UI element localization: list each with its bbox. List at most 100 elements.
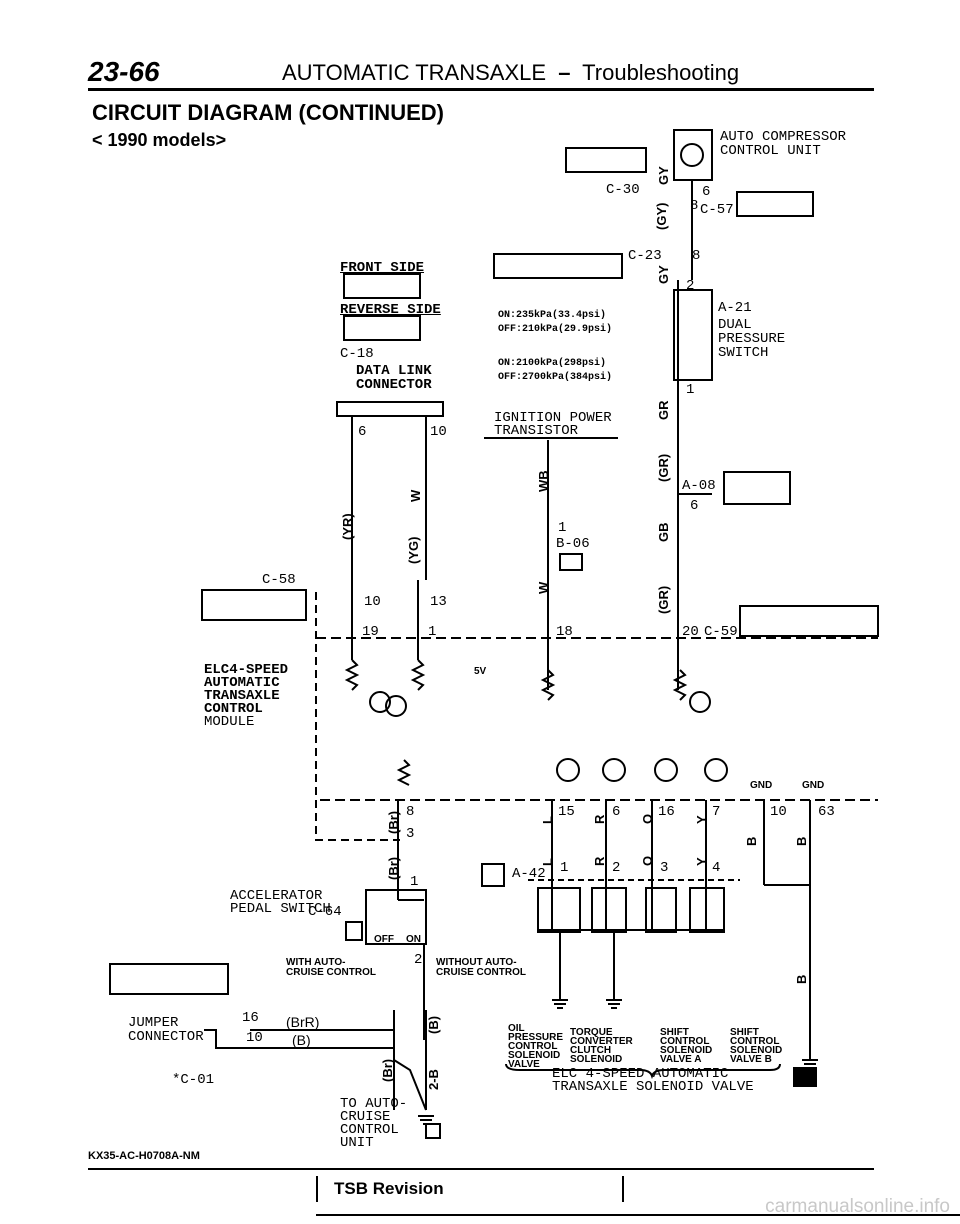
header-rule <box>88 88 874 91</box>
c59-label: C-59 <box>704 624 738 640</box>
wire-w: W <box>408 489 423 502</box>
pin-3b: 3 <box>660 860 669 876</box>
wire-l-2: L <box>540 858 555 866</box>
pin-6: 6 <box>702 184 711 200</box>
c23-label: C-23 <box>628 248 662 264</box>
wire-br: (Br) <box>386 810 401 834</box>
wire-y: Y <box>694 815 709 824</box>
shift-solenoid-b-box <box>689 887 725 933</box>
pin-10: 10 <box>430 424 447 440</box>
without-cruise-label: WITHOUT AUTO- CRUISE CONTROL <box>436 957 526 978</box>
section-title: CIRCUIT DIAGRAM (CONTINUED) <box>92 100 444 125</box>
title-prefix: AUTOMATIC TRANSAXLE <box>282 60 547 85</box>
driver-transistor-d <box>704 758 728 782</box>
pin-1b: 1 <box>558 520 567 536</box>
transistor-2 <box>385 695 407 717</box>
pin-1: 1 <box>686 382 695 398</box>
diagram-code: KX35-AC-H0708A-NM <box>88 1150 200 1162</box>
tsb-rule <box>316 1214 960 1216</box>
wire-brr: (BrR) <box>286 1014 320 1030</box>
driver-transistor-b <box>602 758 626 782</box>
wire-r: R <box>592 814 607 824</box>
c57-connector-icon <box>736 191 814 217</box>
wire-gr: GR <box>656 400 671 421</box>
title-suffix: Troubleshooting <box>582 60 740 85</box>
pin-2b: 2 <box>612 860 621 876</box>
wire-gr-paren-2: (GR) <box>656 585 671 614</box>
accelerator-switch-label: ACCELERATOR PEDAL SWITCH <box>230 888 331 917</box>
pin-18: 18 <box>556 624 573 640</box>
wire-b-paren: (B) <box>426 1015 441 1034</box>
wire-yg: (YG) <box>406 536 421 564</box>
data-link-connector-box <box>336 401 444 417</box>
page-title: AUTOMATIC TRANSAXLE – Troubleshooting <box>282 60 739 86</box>
5v-label: 5V <box>474 666 487 677</box>
wire-gy-2: GY <box>656 265 671 284</box>
c18-label: C-18 <box>340 346 374 362</box>
pin-10c: 10 <box>770 804 787 820</box>
oil-pressure-solenoid-box <box>537 887 581 933</box>
a08-label: A-08 <box>682 478 716 494</box>
c23-connector-icon <box>493 253 623 279</box>
auto-compressor-box <box>673 129 713 181</box>
pin-10b: 10 <box>364 594 381 610</box>
a42-connector-icon <box>481 863 505 887</box>
c58-connector-icon <box>201 589 307 621</box>
c57-label: C-57 <box>700 202 734 218</box>
transistor-3 <box>689 691 711 713</box>
driver-transistor-c <box>654 758 678 782</box>
pin-8: 8 <box>690 198 699 214</box>
pin-8c: 8 <box>406 804 415 820</box>
wire-wb: WB <box>536 470 551 492</box>
c64-connector-icon <box>345 921 363 941</box>
ref-9-badge <box>793 1067 817 1087</box>
pin-1c: 1 <box>428 624 437 640</box>
a21-label: A-21 <box>718 300 752 316</box>
pin-16: 16 <box>658 804 675 820</box>
page-number: 23-66 <box>88 56 160 87</box>
wire-r-2: R <box>592 856 607 866</box>
pin-10j: 10 <box>246 1030 263 1046</box>
reverse-side-connector-icon <box>343 315 421 341</box>
wire-gr-paren: (GR) <box>656 453 671 482</box>
wire-b-j: (B) <box>292 1032 311 1048</box>
transistor-1 <box>369 691 391 713</box>
wire-o-2: O <box>640 855 655 866</box>
wire-b: B <box>744 836 759 846</box>
pin-7: 7 <box>712 804 721 820</box>
ignition-transistor-label: IGNITION POWER TRANSISTOR <box>494 410 612 439</box>
wire-b-3: B <box>794 974 809 984</box>
off-label: OFF <box>374 934 394 945</box>
c30-connector-icon <box>565 147 647 173</box>
title-dash: – <box>558 60 571 85</box>
wire-2b: 2-B <box>426 1069 441 1090</box>
data-link-label: DATA LINK CONNECTOR <box>356 363 432 393</box>
pin-2: 2 <box>686 278 695 294</box>
a42-label: A-42 <box>512 866 546 882</box>
wire-l: L <box>540 816 555 824</box>
tsb-revision-box: TSB Revision <box>316 1176 624 1202</box>
torque-converter-solenoid-box <box>591 887 627 933</box>
wire-br-2: (Br) <box>386 856 401 880</box>
driver-transistor-a <box>556 758 580 782</box>
pin-4: 4 <box>712 860 721 876</box>
auto-compressor-label: AUTO COMPRESSOR CONTROL UNIT <box>720 129 847 159</box>
model-years: < 1990 models> <box>92 130 227 150</box>
pin-3: 3 <box>406 826 415 842</box>
pin-63: 63 <box>818 804 835 820</box>
b06-connector-icon <box>559 553 583 571</box>
pin-2c: 2 <box>414 952 423 968</box>
wire-gy: GY <box>656 166 671 185</box>
elc-module-label: ELC4-SPEED AUTOMATIC TRANSAXLE CONTROL M… <box>204 662 289 730</box>
wire-y-2: Y <box>694 857 709 866</box>
c64-label: C-64 <box>308 904 342 920</box>
reverse-side-label: REVERSE SIDE <box>340 302 441 318</box>
wire-b-2: B <box>794 836 809 846</box>
jumper-connector-label: JUMPER CONNECTOR <box>128 1015 204 1045</box>
elc-solenoid-valve-label: ELC 4-SPEED AUTOMATIC TRANSAXLE SOLENOID… <box>552 1066 754 1095</box>
wire-gy-paren: (GY) <box>654 202 669 230</box>
